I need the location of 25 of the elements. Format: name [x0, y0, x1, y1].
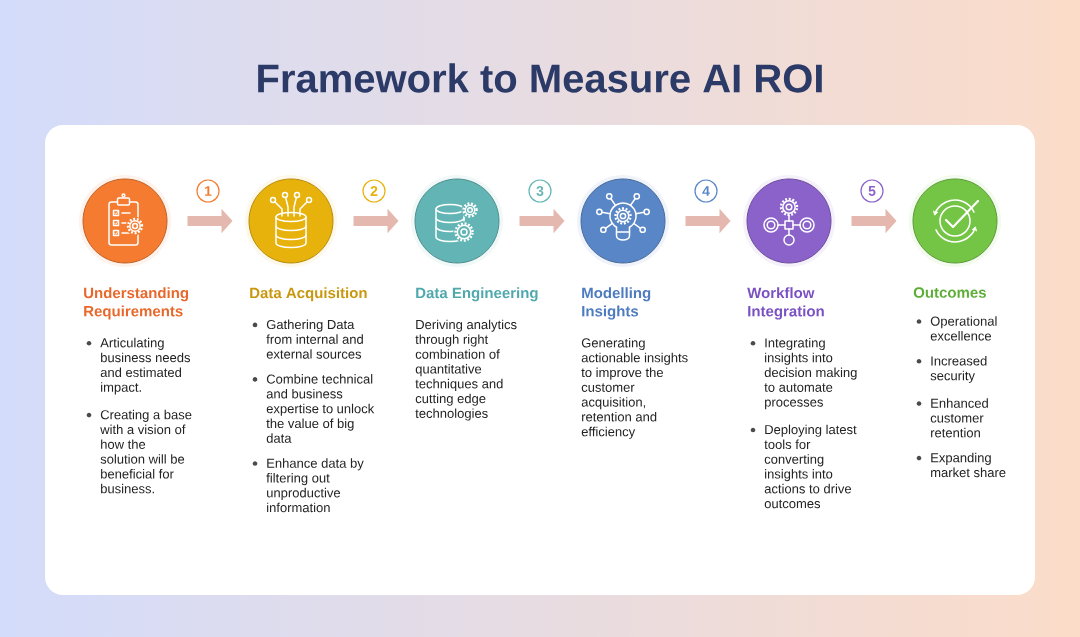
bullet-text: Deploying latest tools for converting insights into actions to drive outcomes [764, 424, 857, 509]
bullet-text: Articulating business needs and estimated impact. [100, 337, 191, 395]
bullet-text: Integrating insights into decision making to automate processes [764, 337, 857, 410]
step-heading: Workflow Integration [747, 287, 824, 320]
step-heading: Data Engineering [416, 287, 538, 302]
bullet-text: Enhance data by filtering out unproductive information [266, 458, 364, 513]
step-number: 3 [528, 179, 552, 203]
title: Framework to Measure AI ROI [258, 63, 822, 93]
bullet-text: Enhanced customer retention [930, 398, 988, 438]
bullet-text: Creating a base with a vision of how the solution will be beneficial for business. [100, 409, 192, 494]
bullet-text: Operational excellence [930, 316, 997, 341]
description-text: Generating actionable insights to improve the customer acquisition, retention and efficiency [581, 337, 688, 439]
step-heading: Data Acquisition [250, 287, 367, 302]
step-number: 5 [860, 179, 884, 203]
step-heading: Understanding Requirements [84, 287, 189, 320]
description-text: Deriving analytics through right combination of quantitative techniques and cutting edge technologies [415, 319, 517, 421]
bullet-text: Gathering Data from internal and external sources [266, 319, 363, 359]
step-heading: Outcomes [913, 287, 986, 298]
bullet-text: Increased security [930, 355, 987, 383]
bullet-text: Combine technical and business expertise to unlock the value of big data [266, 374, 375, 443]
step-number: 4 [694, 179, 718, 203]
step-number: 2 [362, 179, 386, 203]
step-heading: Modelling Insights [582, 287, 651, 320]
step-number: 1 [196, 179, 220, 203]
bullet-text: Expanding market share [931, 452, 1006, 478]
